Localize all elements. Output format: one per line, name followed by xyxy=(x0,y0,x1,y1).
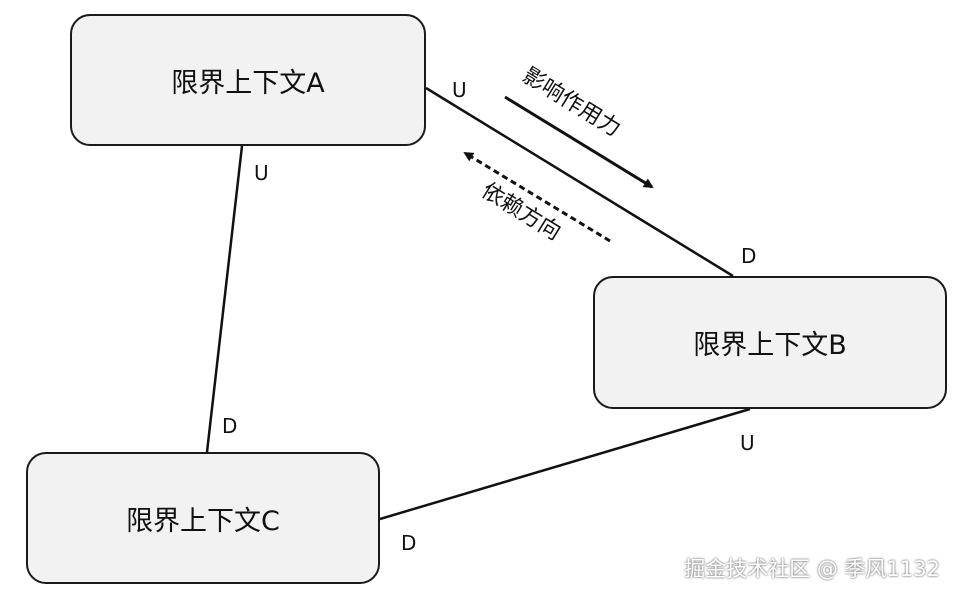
edge-bc-b-end-label: U xyxy=(740,431,755,455)
edge-ac-c-end-label: D xyxy=(222,414,238,438)
edge-b-c xyxy=(379,407,751,521)
node-context-c[interactable]: 限界上下文C xyxy=(26,452,380,584)
node-context-b[interactable]: 限界上下文B xyxy=(593,276,947,409)
node-context-a-label: 限界上下文A xyxy=(171,67,325,99)
node-context-c-label: 限界上下文C xyxy=(126,505,280,537)
edge-a-b xyxy=(425,86,734,278)
node-context-a[interactable]: 限界上下文A xyxy=(70,14,426,146)
edge-ab-a-end-label: U xyxy=(452,78,467,102)
edge-ac-a-end-label: U xyxy=(254,161,269,185)
edge-a-c xyxy=(205,145,244,453)
dependency-arrow xyxy=(463,151,611,243)
watermark: 掘金技术社区 @ 季风1132 xyxy=(684,557,940,581)
edge-bc-c-end-label: D xyxy=(401,531,417,555)
influence-arrow xyxy=(504,95,654,189)
node-context-b-label: 限界上下文B xyxy=(693,330,847,361)
edge-ab-b-end-label: D xyxy=(741,244,757,268)
